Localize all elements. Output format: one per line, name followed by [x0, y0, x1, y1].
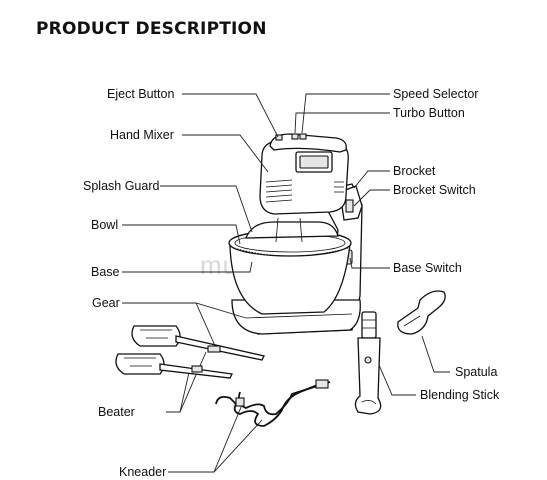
brocket-switch-shape: [346, 200, 353, 212]
beater-illustration: [116, 326, 264, 378]
spatula-illustration: [398, 291, 445, 334]
turbo-button-shape: [292, 134, 298, 139]
kneader-illustration: [216, 380, 330, 426]
blending-stick-illustration: [355, 312, 380, 414]
speed-selector-shape: [300, 134, 306, 139]
gear-shape: [208, 346, 220, 352]
splash-guard-shape: [246, 222, 338, 238]
stand-mixer-illustration: [229, 134, 362, 334]
